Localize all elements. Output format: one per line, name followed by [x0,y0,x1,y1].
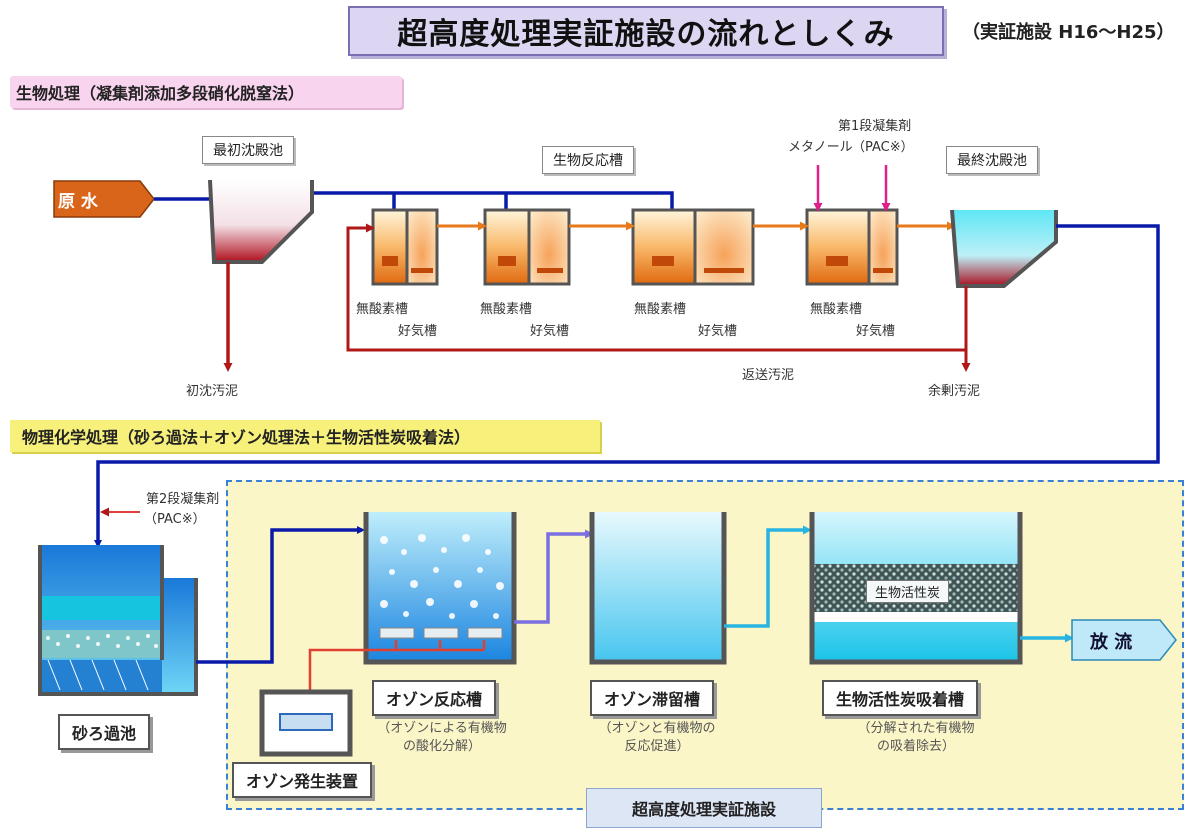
anoxic-label-4: 無酸素槽 [810,302,863,317]
excess-sludge-label: 余剰汚泥 [928,384,981,399]
raw-water-arrow [53,180,155,218]
section-biological-treatment: 生物処理（凝集剤添加多段硝化脱窒法） [10,76,402,108]
sand-filter-label: 砂ろ過池 [58,714,151,750]
primary-settling-tank-label: 最初沈殿池 [202,136,294,164]
flow-return-sludge [346,223,968,352]
discharge-arrow [1071,619,1177,661]
primary-sludge-label: 初沈汚泥 [186,384,239,399]
return-sludge-label: 返送汚泥 [742,368,795,383]
anoxic-label-1: 無酸素槽 [356,302,409,317]
section-physicochemical-treatment: 物理化学処理（砂ろ過法＋オゾン処理法＋生物活性炭吸着法） [10,420,600,452]
ozone-generator-label: オゾン発生装置 [232,762,373,798]
flow-ozone-to-retention [514,529,594,624]
ozone-retention-note: （オゾンと有機物の反応促進） [598,721,716,754]
ozone-retention-label: オゾン滞留槽 [590,680,715,716]
ozone-generator-device [259,689,353,757]
pac1-label: （PAC※） [852,140,914,155]
page-title: 超高度処理実証施設の流れとしくみ [348,6,944,56]
pac2-label: （PAC※） [144,512,206,527]
discharge-label: 放 流 [1090,632,1133,653]
anoxic-label-3: 無酸素槽 [634,302,687,317]
aerobic-label-4: 好気槽 [856,324,896,339]
ozone-reactor-label: オゾン反応槽 [372,680,497,716]
primary-settling-tank [208,179,314,264]
bac-tank-note: （分解された有機物の吸着除去） [857,721,975,754]
ozone-reactor-tank [363,512,517,665]
final-settling-tank-label: 最終沈殿池 [946,146,1038,174]
flow-retention-to-bac [724,525,812,628]
aerobic-label-2: 好気槽 [530,324,570,339]
methanol-label: メタノール [788,140,853,155]
page-subtitle: （実証施設 H16～H25） [962,22,1175,43]
bac-media-label: 生物活性炭 [866,580,950,603]
final-settling-tank [950,209,1058,288]
anoxic-label-2: 無酸素槽 [480,302,533,317]
ozone-retention-tank [589,512,727,665]
coagulant1-label: 第1段凝集剤 [838,119,912,134]
raw-water-label: 原 水 [58,192,98,212]
bio-reactor-label: 生物反応槽 [542,146,634,174]
bac-tank-label: 生物活性炭吸着槽 [822,680,979,716]
flow-final-to-sand [94,224,1160,548]
bio-reactor-stage-4 [805,208,899,286]
aerobic-label-3: 好気槽 [698,324,738,339]
ozone-reactor-note: （オゾンによる有機物の酸化分解） [377,721,507,754]
bio-reactor-stage-1 [371,208,439,286]
aerobic-label-1: 好気槽 [398,324,438,339]
bio-reactor-stage-2 [483,208,571,286]
sand-filter-tank [38,545,198,696]
flow-sand-to-ozone [196,526,365,664]
facility-label: 超高度処理実証施設 [586,788,822,828]
coagulant2-label: 第2段凝集剤 [146,492,220,507]
bio-reactor-stage-3 [631,208,755,286]
